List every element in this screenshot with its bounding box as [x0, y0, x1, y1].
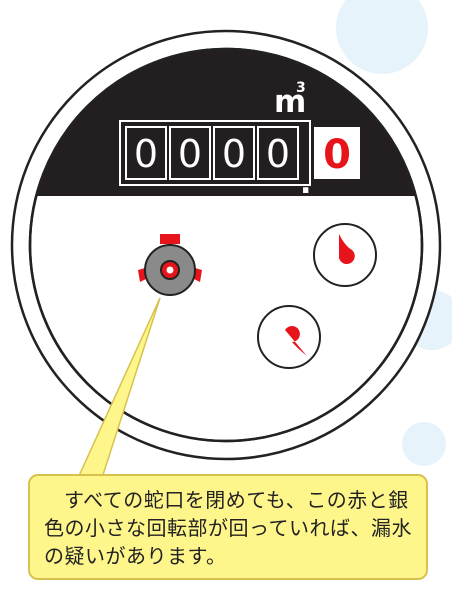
rotor-icon	[138, 234, 202, 296]
digit-1: 0	[134, 132, 158, 176]
decimal-digit-box: 0	[314, 127, 360, 179]
dial-upper-icon	[313, 223, 377, 287]
digit-box-3: 0	[213, 126, 255, 180]
digit-box-2: 0	[169, 126, 211, 180]
dial-lower-icon	[257, 305, 321, 369]
digit-4: 0	[266, 132, 290, 176]
counter-frame	[119, 120, 311, 186]
callout-text: すべての蛇口を閉めても、この赤と銀色の小さな回転部が回っていれば、漏水の疑いがあ…	[44, 488, 412, 568]
digit-box-1: 0	[125, 126, 167, 180]
unit-superscript: 3	[296, 80, 306, 96]
unit-label: m	[274, 84, 306, 120]
digit-3: 0	[222, 132, 246, 176]
decimal-point: .	[300, 166, 311, 201]
digit-box-4: 0	[257, 126, 299, 180]
digit-2: 0	[178, 132, 202, 176]
callout-box: すべての蛇口を閉めても、この赤と銀色の小さな回転部が回っていれば、漏水の疑いがあ…	[28, 474, 428, 580]
decimal-digit: 0	[323, 132, 351, 178]
